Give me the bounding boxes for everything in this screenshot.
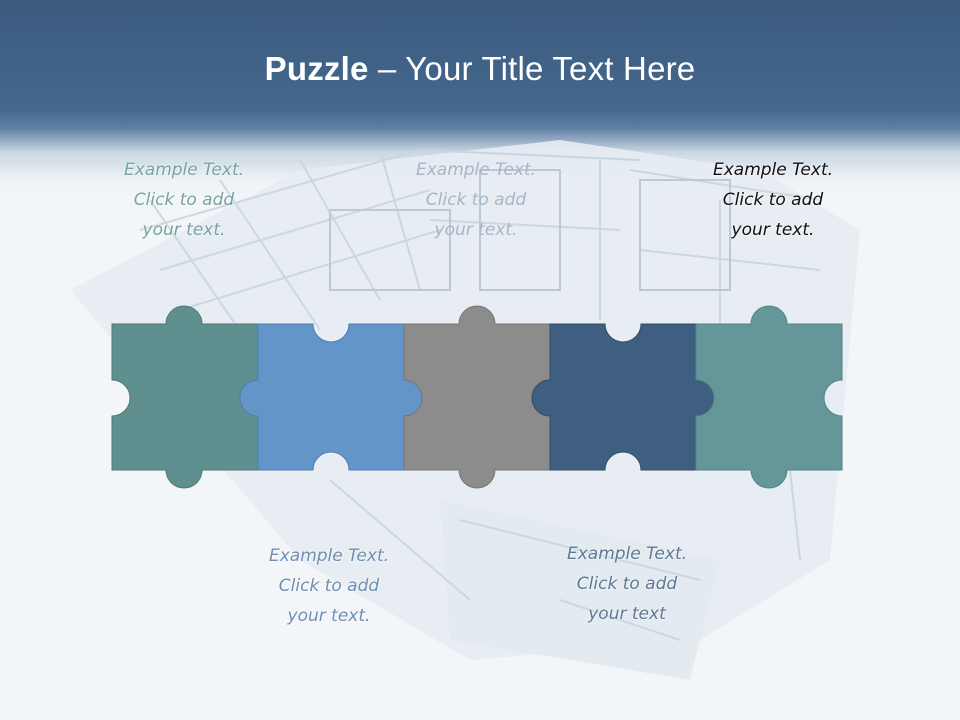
puzzle-piece-2 — [239, 323, 423, 471]
puzzle-piece-1 — [111, 305, 259, 489]
title-rest: – Your Title Text Here — [368, 50, 696, 87]
placeholder-line: Example Text. — [566, 544, 688, 564]
placeholder-line: Click to add — [133, 190, 235, 210]
placeholder-line: Click to add — [425, 190, 527, 210]
placeholder-line: Example Text. — [712, 160, 834, 180]
slide-title[interactable]: Puzzle – Your Title Text Here — [0, 50, 960, 88]
placeholder-line: Click to add — [722, 190, 824, 210]
puzzle-piece-3 — [403, 305, 551, 489]
placeholder-line: your text. — [731, 220, 815, 240]
text-placeholder-4[interactable]: Example Text. Click to add your text. — [229, 541, 429, 631]
placeholder-line: your text — [588, 604, 666, 624]
placeholder-line: your text. — [434, 220, 518, 240]
placeholder-line: Example Text. — [415, 160, 537, 180]
placeholder-line: Example Text. — [123, 160, 245, 180]
placeholder-line: your text. — [287, 606, 371, 626]
puzzle-piece-4 — [531, 323, 715, 471]
placeholder-line: your text. — [142, 220, 226, 240]
placeholder-line: Click to add — [278, 576, 380, 596]
placeholder-line: Click to add — [576, 574, 678, 594]
text-placeholder-1[interactable]: Example Text. Click to add your text. — [84, 155, 284, 245]
title-bold: Puzzle — [264, 50, 369, 87]
text-placeholder-2[interactable]: Example Text. Click to add your text. — [376, 155, 576, 245]
text-placeholder-5[interactable]: Example Text. Click to add your text — [527, 539, 727, 629]
text-placeholder-3[interactable]: Example Text. Click to add your text. — [673, 155, 873, 245]
placeholder-line: Example Text. — [268, 546, 390, 566]
puzzle-piece-5 — [695, 305, 843, 489]
